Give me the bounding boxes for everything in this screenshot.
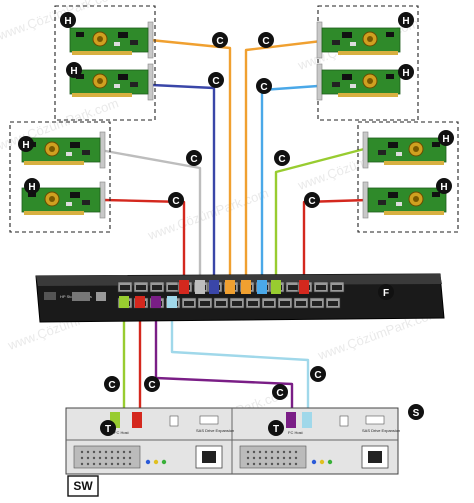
cable-orange-right <box>244 38 331 286</box>
fc-connector-purple <box>286 412 296 428</box>
storage-label-text: S <box>413 408 420 419</box>
fc-connector-red <box>132 412 142 428</box>
cable-label: C <box>310 366 326 382</box>
cable-label-text: C <box>308 196 315 207</box>
label-circles: H H H H H H H H C C C C C C C C C C C C … <box>18 12 454 436</box>
cable-label: C <box>272 384 288 400</box>
dashed-server-box <box>9 121 111 233</box>
storage-label: S <box>408 404 424 420</box>
cable-label: C <box>208 72 224 88</box>
hba-group-top-left <box>54 5 156 121</box>
cable-label: C <box>186 150 202 166</box>
watermark-layer: www.ÇözümPark.com www.ÇözümPark.com www.… <box>0 0 440 443</box>
switch-led-block <box>44 292 56 300</box>
power-supply-left <box>73 445 223 469</box>
hba-card <box>316 63 401 101</box>
cable-label: C <box>256 78 272 94</box>
hba-label: H <box>60 12 76 28</box>
controller-module-left: FC Host SAS Drive Expansion <box>110 412 234 435</box>
cable-label: C <box>144 376 160 392</box>
sas-expansion-tag: SAS Drive Expansion <box>196 428 234 433</box>
cable-label-text: C <box>148 380 155 391</box>
hba-group-mid-left <box>9 121 111 233</box>
cable-label-text: C <box>262 36 269 47</box>
dashed-server-box <box>357 121 459 233</box>
hba-label-text: H <box>440 182 447 193</box>
cable-label: C <box>104 376 120 392</box>
cable-label: C <box>258 32 274 48</box>
hba-card <box>69 21 154 59</box>
watermark-text: www.ÇözümPark.com <box>145 185 271 243</box>
hba-label: H <box>436 178 452 194</box>
fc-connector-lime <box>110 412 120 428</box>
cable-label: C <box>168 192 184 208</box>
controller-module-right: FC Host SAS Drive Expansion <box>286 412 400 435</box>
storage-array: FC Host SAS Drive Expansion FC Host SAS … <box>65 407 400 475</box>
hba-label: H <box>398 12 414 28</box>
controller-label: T <box>100 420 116 436</box>
cable-gray-left <box>99 148 202 286</box>
cable-label-text: C <box>216 36 223 47</box>
cable-label: C <box>212 32 228 48</box>
sw-logo-text: SW <box>73 479 93 493</box>
cable-label-text: C <box>278 154 285 165</box>
sas-expansion-tag: SAS Drive Expansion <box>362 428 400 433</box>
cable-orange-left <box>149 38 232 286</box>
switch-label: F <box>378 284 394 300</box>
hba-label: H <box>398 64 414 80</box>
hba-group-mid-right <box>357 121 459 233</box>
hba-card <box>69 63 154 101</box>
cable-label-text: C <box>314 370 321 381</box>
dashed-server-box <box>317 5 419 121</box>
ethernet-port <box>96 292 106 301</box>
switch-connectors-top <box>179 280 309 294</box>
hba-label: H <box>66 62 82 78</box>
hba-label-text: H <box>70 66 77 77</box>
hba-label: H <box>438 130 454 146</box>
fc-host-tag: FC Host <box>114 430 130 435</box>
fc-switch: HP StorageWorks <box>35 273 445 323</box>
controller-label-text: T <box>105 424 111 435</box>
hba-label-text: H <box>402 16 409 27</box>
power-supply-right <box>239 445 389 469</box>
cable-label-text: C <box>172 196 179 207</box>
sw-logo: SW <box>67 475 99 497</box>
hba-label-text: H <box>402 68 409 79</box>
cable-red-left <box>103 198 186 286</box>
hba-label-text: H <box>22 140 29 151</box>
cable-label: C <box>304 192 320 208</box>
dashed-server-box <box>54 5 156 121</box>
switch-label-text: F <box>383 288 389 299</box>
cable-label-text: C <box>276 388 283 399</box>
controller-label: T <box>268 420 284 436</box>
cable-lime-right <box>274 146 369 286</box>
hba-group-top-right <box>316 5 419 121</box>
serial-port <box>72 292 90 301</box>
cable-label: C <box>274 150 290 166</box>
cable-purple-storage <box>154 300 294 412</box>
cable-label-text: C <box>212 76 219 87</box>
cable-label-text: C <box>260 82 267 93</box>
hba-label-text: H <box>28 182 35 193</box>
hba-label-text: H <box>442 134 449 145</box>
fc-host-tag: FC Host <box>288 430 304 435</box>
cable-cyan-storage <box>170 300 310 412</box>
fc-connector-cyan <box>302 412 312 428</box>
controller-label-text: T <box>273 424 279 435</box>
switch-connectors-bottom <box>119 296 177 308</box>
hba-label-text: H <box>64 16 71 27</box>
hba-label: H <box>18 136 34 152</box>
hba-card <box>362 181 447 219</box>
cable-label-text: C <box>108 380 115 391</box>
cable-navy-left <box>151 83 216 286</box>
cable-sky-right <box>260 83 333 286</box>
cable-label-text: C <box>190 154 197 165</box>
cable-red-right <box>302 198 369 286</box>
hba-label: H <box>24 178 40 194</box>
